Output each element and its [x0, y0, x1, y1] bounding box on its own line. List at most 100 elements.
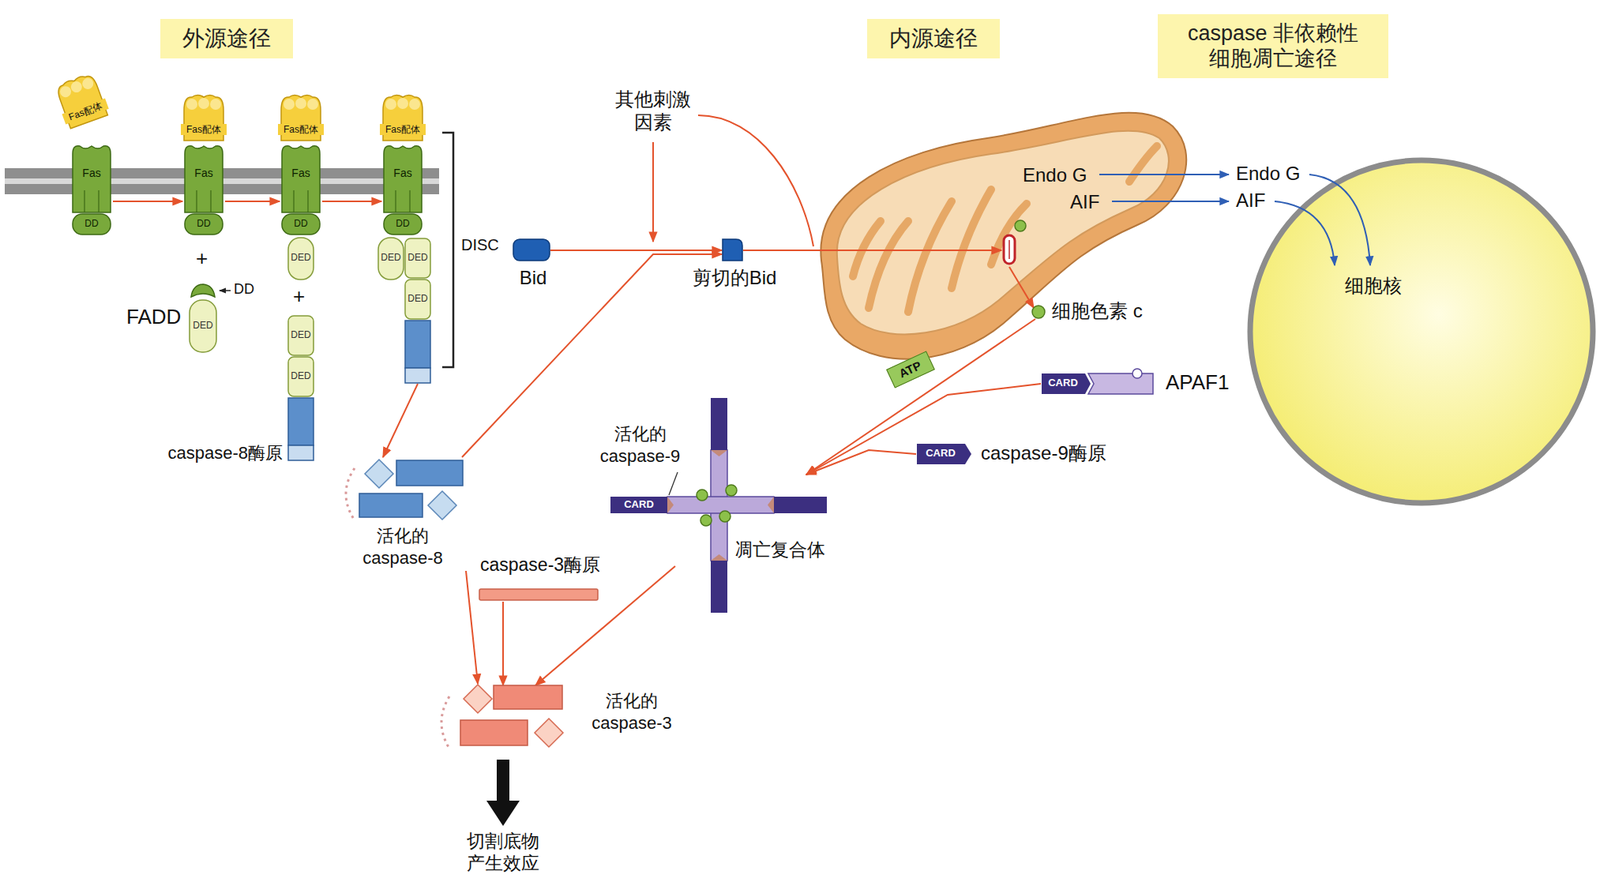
fas-receptor: FasDD: [70, 142, 113, 237]
procaspase-8: caspase-8酶原DEDDED: [161, 314, 316, 465]
text-slot: Fas: [279, 166, 323, 181]
svg-polygon: [364, 459, 394, 489]
node-text: Fas配体: [180, 123, 227, 136]
node-text: 活化的 caspase-9: [586, 423, 694, 467]
node-text: Fas: [182, 166, 226, 181]
text-slot: Fas: [182, 166, 226, 181]
apoptosome: 活化的 caspase-9CARD 凋亡复合体: [584, 394, 853, 616]
text-slot: 活化的 caspase-3: [576, 690, 688, 734]
cytochrome-c: 细胞色素 c: [1030, 298, 1173, 326]
text-slot: DD: [233, 281, 255, 299]
text-slot: Bid: [509, 266, 557, 290]
svg-path: [1041, 373, 1091, 395]
svg-polygon: [428, 491, 457, 520]
svg-rect: [460, 720, 528, 746]
text-slot: DED: [404, 292, 432, 305]
ded-domain: DED: [377, 236, 405, 282]
svg-rect: [513, 239, 550, 261]
svg-path: [345, 468, 355, 521]
arrow-connector: [502, 601, 504, 686]
svg-ellipse: [397, 97, 409, 109]
node-text: FADD: [126, 304, 181, 330]
node-text: 细胞色素 c: [1051, 300, 1143, 324]
tag-text: 外源途径: [182, 25, 271, 53]
svg-circle: [1250, 160, 1593, 504]
svg-rect: [288, 356, 314, 397]
svg-ellipse: [58, 84, 73, 99]
svg-rect: [667, 496, 774, 514]
free-label: DD: [233, 281, 255, 299]
svg-path: [1088, 373, 1154, 395]
svg-rect: [493, 685, 563, 710]
svg-rect: [288, 445, 314, 461]
text-slot: caspase-8酶原: [153, 443, 283, 464]
node-text: DED: [287, 370, 315, 382]
text-slot: DED: [404, 251, 432, 263]
svg-path: [1008, 240, 1011, 260]
svg-path: [668, 472, 678, 496]
svg-path: [441, 696, 450, 749]
svg-ellipse: [69, 79, 84, 94]
svg-path: [852, 221, 881, 277]
svg-polygon: [710, 554, 728, 561]
node-text: Fas: [279, 166, 323, 181]
svg-rect: [405, 320, 431, 369]
node-text: Fas配体: [379, 123, 426, 136]
text-slot: 凋亡复合体: [734, 539, 826, 562]
svg-ellipse: [307, 98, 319, 110]
text-slot: caspase-3酶原: [480, 554, 601, 577]
text-slot: Endo G: [1235, 162, 1300, 186]
svg-polygon: [667, 496, 674, 514]
node-text: CARD: [1042, 376, 1084, 390]
svg-rect: [189, 300, 217, 353]
arrow-connector: [465, 570, 478, 684]
svg-ellipse: [198, 97, 210, 109]
svg-path: [916, 443, 972, 465]
text-slot: CARD: [1042, 376, 1084, 390]
text-slot: DED: [377, 251, 405, 263]
svg-path: [837, 131, 1169, 335]
mitochondrion: Endo GAIF: [805, 94, 1193, 372]
svg-rect: [610, 496, 668, 514]
text-slot: Fas配体: [277, 123, 324, 136]
svg-rect: [378, 237, 404, 280]
svg-rect: [288, 315, 314, 356]
effect-arrow: [486, 759, 520, 827]
fas-ligand: Fas配体: [379, 93, 426, 143]
svg-ellipse: [186, 98, 198, 110]
node-text: DD: [381, 217, 425, 230]
text-slot: DD: [182, 217, 226, 230]
fas-receptor: FasDD: [279, 142, 323, 237]
svg-ellipse: [80, 76, 95, 91]
svg-polygon: [534, 718, 564, 748]
nucleus-shape: [1246, 156, 1597, 508]
svg-polygon: [710, 450, 728, 457]
node-text: AIF: [1070, 191, 1100, 215]
svg-path: [84, 190, 99, 213]
svg-circle: [725, 484, 737, 496]
svg-ellipse: [210, 98, 222, 110]
svg-ellipse: [295, 97, 307, 109]
text-slot: Fas配体: [180, 123, 227, 136]
text-slot: caspase-9酶原: [980, 442, 1107, 466]
node-text: 活化的 caspase-8: [343, 525, 462, 569]
node-text: DED: [404, 251, 432, 263]
svg-path: [1129, 146, 1157, 182]
svg-rect: [773, 496, 827, 514]
text-slot: +: [292, 284, 305, 309]
svg-circle: [1032, 305, 1045, 319]
node-text: caspase-9酶原: [980, 442, 1107, 466]
node-text: 凋亡复合体: [734, 539, 826, 562]
svg-circle: [1014, 220, 1026, 232]
node-text: DED: [189, 319, 217, 331]
svg-path: [293, 190, 308, 213]
arrow-connector: [743, 249, 1002, 252]
tag-text: 内源途径: [889, 25, 978, 53]
text-slot: CARD: [610, 498, 668, 511]
svg-ellipse: [385, 98, 397, 110]
text-slot: Fas配体: [379, 123, 426, 136]
leader-line: [219, 289, 231, 292]
fadd-adaptor: FADD DED: [126, 282, 222, 356]
svg-rect: [405, 238, 431, 278]
